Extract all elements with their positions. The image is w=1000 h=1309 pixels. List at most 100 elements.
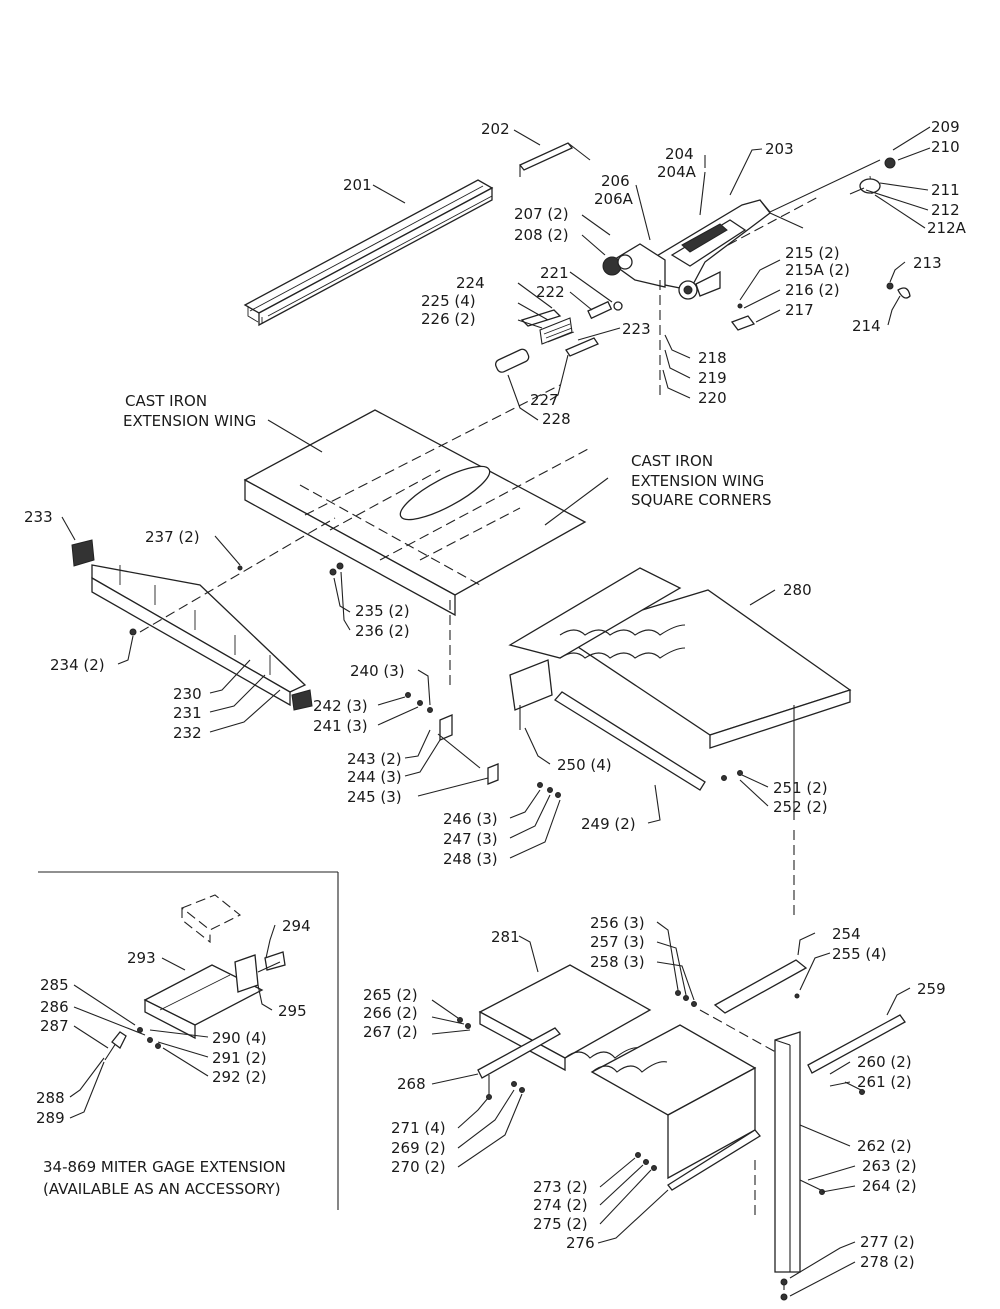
note-wing-line2: EXTENSION WING — [123, 412, 256, 430]
callout-202: 202 — [481, 120, 510, 138]
callout-295: 295 — [278, 1002, 307, 1020]
callout-254: 254 — [832, 925, 861, 943]
callout-288: 288 — [36, 1089, 65, 1107]
callout-201: 201 — [343, 176, 372, 194]
callout-213: 213 — [913, 254, 942, 272]
callout-271: 271 (4) — [391, 1119, 446, 1137]
callout-280: 280 — [783, 581, 812, 599]
callout-281: 281 — [491, 928, 520, 946]
callout-276: 276 — [566, 1234, 595, 1252]
callout-259: 259 — [917, 980, 946, 998]
note-square-line1: CAST IRON — [631, 452, 713, 470]
shelf-281 — [478, 964, 757, 1180]
callout-270: 270 (2) — [391, 1158, 446, 1176]
callout-225: 225 (4) — [421, 292, 476, 310]
callout-233: 233 — [24, 508, 53, 526]
callout-247: 247 (3) — [443, 830, 498, 848]
cast-iron-extension-wing — [243, 384, 591, 617]
callout-277: 277 (2) — [860, 1233, 915, 1251]
callout-278: 278 (2) — [860, 1253, 915, 1271]
callout-214: 214 — [852, 317, 881, 335]
callout-244: 244 (3) — [347, 768, 402, 786]
fence-head-assembly-203 — [602, 159, 881, 300]
callout-263: 263 (2) — [862, 1157, 917, 1175]
bolt-235 — [329, 568, 337, 576]
callout-291: 291 (2) — [212, 1049, 267, 1067]
callout-260: 260 (2) — [857, 1053, 912, 1071]
lever-213-214 — [886, 282, 911, 299]
callout-255: 255 (4) — [832, 945, 887, 963]
callout-212a: 212A — [927, 219, 967, 237]
callout-256: 256 (3) — [590, 914, 645, 932]
rear-rail-230-232 — [71, 517, 336, 711]
callout-212: 212 — [931, 201, 960, 219]
callout-235: 235 (2) — [355, 602, 410, 620]
callout-266: 266 (2) — [363, 1004, 418, 1022]
clamp-217 — [730, 303, 756, 331]
callout-273: 273 (2) — [533, 1178, 588, 1196]
callout-219: 219 — [698, 369, 727, 387]
callout-292: 292 (2) — [212, 1068, 267, 1086]
bolt-236 — [336, 562, 344, 570]
callout-204a: 204A — [657, 163, 697, 181]
callout-290: 290 (4) — [212, 1029, 267, 1047]
callout-293: 293 — [127, 949, 156, 967]
callout-248: 248 (3) — [443, 850, 498, 868]
callout-206: 206 — [601, 172, 630, 190]
upper-leg-brace-254 — [675, 959, 808, 1061]
note-wing-line1: CAST IRON — [125, 392, 207, 410]
side-brace-259 — [807, 1014, 906, 1074]
callout-264: 264 (2) — [862, 1177, 917, 1195]
callout-234: 234 (2) — [50, 656, 105, 674]
callout-230: 230 — [173, 685, 202, 703]
callout-210: 210 — [931, 138, 960, 156]
callout-243: 243 (2) — [347, 750, 402, 768]
callout-222: 222 — [536, 283, 565, 301]
callout-240: 240 (3) — [350, 662, 405, 680]
callout-262: 262 (2) — [857, 1137, 912, 1155]
callout-206a: 206A — [594, 190, 634, 208]
callout-245: 245 (3) — [347, 788, 402, 806]
callout-209: 209 — [931, 118, 960, 136]
callout-224: 224 — [456, 274, 485, 292]
accessory-inset-frame — [38, 871, 339, 1210]
callout-221: 221 — [540, 264, 569, 282]
callout-217: 217 — [785, 301, 814, 319]
callout-207: 207 (2) — [514, 205, 569, 223]
callout-232: 232 — [173, 724, 202, 742]
callout-267: 267 (2) — [363, 1023, 418, 1041]
callout-257: 257 (3) — [590, 933, 645, 951]
front-rail-201 — [243, 179, 494, 327]
callout-215a: 215A (2) — [785, 261, 850, 279]
callout-227: 227 — [530, 391, 559, 409]
support-angle-249-250 — [509, 659, 743, 791]
callout-285: 285 — [40, 976, 69, 994]
callout-226: 226 (2) — [421, 310, 476, 328]
callout-237: 237 (2) — [145, 528, 200, 546]
callout-249: 249 (2) — [581, 815, 636, 833]
callout-218: 218 — [698, 349, 727, 367]
callout-203: 203 — [765, 140, 794, 158]
callout-223: 223 — [622, 320, 651, 338]
callout-204: 204 — [665, 145, 694, 163]
connector-bracket-240-248 — [405, 600, 561, 798]
callout-261: 261 (2) — [857, 1073, 912, 1091]
callout-287: 287 — [40, 1017, 69, 1035]
shelf-brackets-268-276 — [457, 1017, 761, 1218]
callout-286: 286 — [40, 998, 69, 1016]
note-square-line3: SQUARE CORNERS — [631, 491, 772, 509]
callout-242: 242 (3) — [313, 697, 368, 715]
callout-208: 208 (2) — [514, 226, 569, 244]
callout-250: 250 (4) — [557, 756, 612, 774]
leg-262 — [774, 1031, 801, 1301]
note-square-line2: EXTENSION WING — [631, 472, 764, 490]
callout-228: 228 — [542, 410, 571, 428]
callout-268: 268 — [397, 1075, 426, 1093]
callout-265: 265 (2) — [363, 986, 418, 1004]
callout-241: 241 (3) — [313, 717, 368, 735]
callout-275: 275 (2) — [533, 1215, 588, 1233]
callout-294: 294 — [282, 917, 311, 935]
callout-246: 246 (3) — [443, 810, 498, 828]
note-accessory-line1: 34-869 MITER GAGE EXTENSION — [43, 1158, 286, 1176]
